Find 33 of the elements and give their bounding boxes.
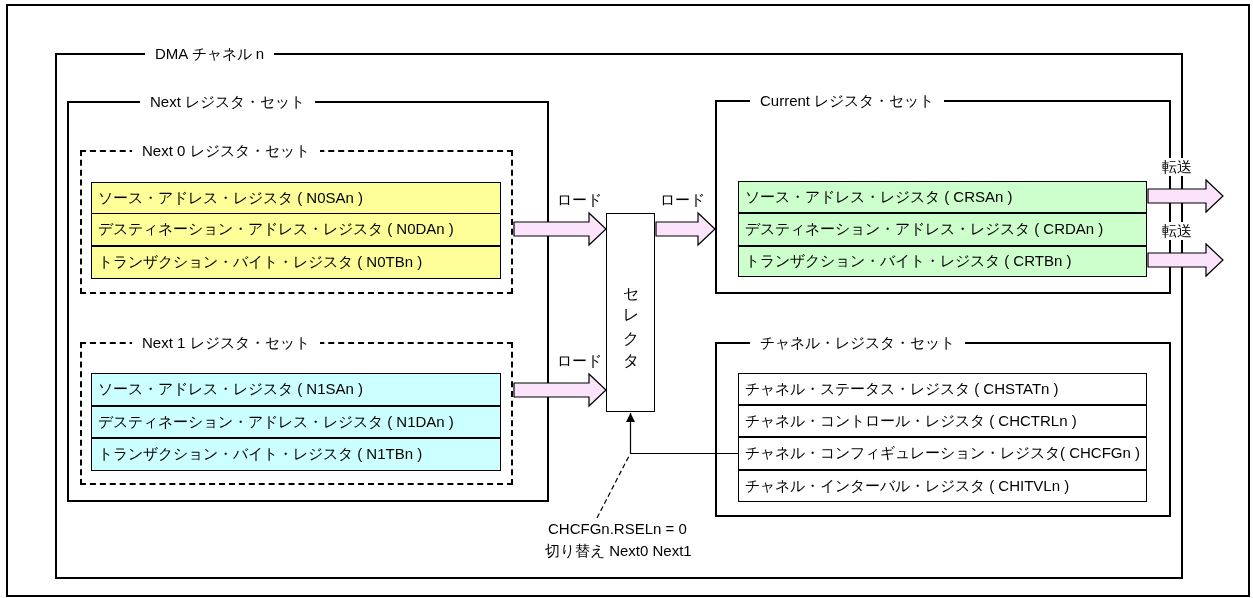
register-row: デスティネーション・アドレス・レジスタ ( N0DAn ) xyxy=(91,213,501,246)
group-title: Next レジスタ・セット xyxy=(140,93,315,111)
register-row: デスティネーション・アドレス・レジスタ ( N1DAn ) xyxy=(91,406,501,438)
block-arrow xyxy=(513,211,607,247)
register-row: チャネル・インターバル・レジスタ ( CHITVLn ) xyxy=(738,470,1147,502)
register-row: チャネル・ステータス・レジスタ ( CHSTATn ) xyxy=(738,373,1147,405)
group-title: チャネル・レジスタ・セット xyxy=(750,334,965,352)
block-arrow xyxy=(1147,242,1224,278)
register-row: チャネル・コンフィギュレーション・レジスタ( CHCFGn ) xyxy=(738,437,1147,470)
register-row: チャネル・コントロール・レジスタ ( CHCTRLn ) xyxy=(738,405,1147,437)
group-title: Current レジスタ・セット xyxy=(750,92,945,110)
edge-label: 転送 xyxy=(1162,158,1192,176)
register-row: デスティネーション・アドレス・レジスタ ( CRDAn ) xyxy=(738,213,1147,246)
group-title: DMA チャネル n xyxy=(145,45,275,63)
register-row: ソース・アドレス・レジスタ ( CRSAn ) xyxy=(738,181,1147,213)
register-row: ソース・アドレス・レジスタ ( N1SAn ) xyxy=(91,373,501,406)
edge-label: 転送 xyxy=(1162,222,1192,240)
block-arrow xyxy=(655,211,716,247)
condition-note: CHCFGn.RSELn = 0 xyxy=(548,520,687,538)
register-row: ソース・アドレス・レジスタ ( N0SAn ) xyxy=(91,182,501,214)
arrow xyxy=(626,412,739,455)
edge-label: ロード xyxy=(557,191,602,209)
block-arrow xyxy=(1147,178,1224,214)
group-title: Next 1 レジスタ・セット xyxy=(132,334,320,352)
group-title: Next 0 レジスタ・セット xyxy=(132,142,320,160)
register-row: トランザクション・バイト・レジスタ ( CRTBn ) xyxy=(738,246,1147,277)
edge-label: ロード xyxy=(660,191,705,209)
register-row: トランザクション・バイト・レジスタ ( N0TBn ) xyxy=(91,246,501,279)
register-row: トランザクション・バイト・レジスタ ( N1TBn ) xyxy=(91,438,501,471)
condition-note: 切り替え Next0 Next1 xyxy=(545,542,692,560)
block-arrow xyxy=(513,372,607,408)
selector-box: セレクタ xyxy=(606,213,655,412)
edge-label: ロード xyxy=(557,352,602,370)
